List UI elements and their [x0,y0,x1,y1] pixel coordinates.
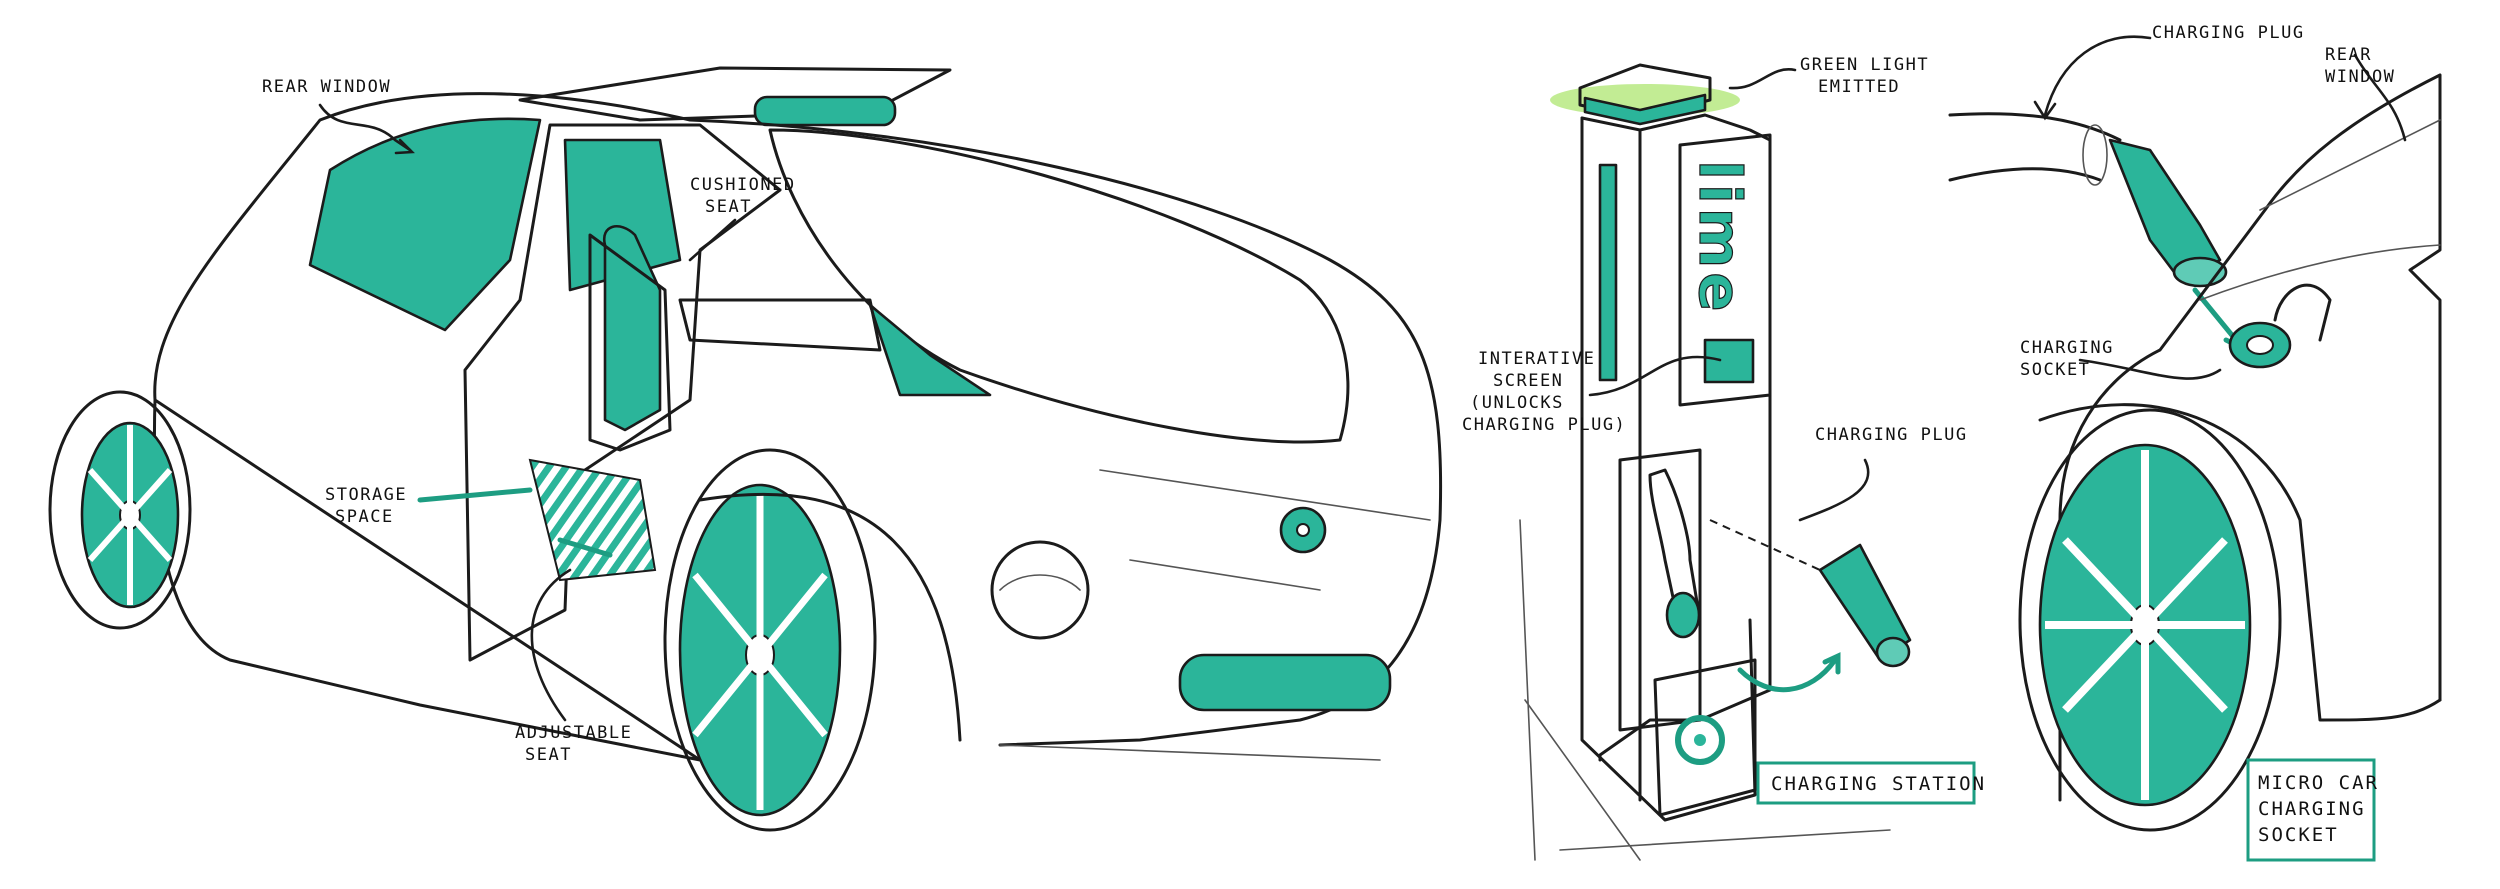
label-rear-window-left: REAR WINDOW [262,77,391,97]
windshield [768,128,1350,444]
label-storage-space-2: SPACE [335,507,394,527]
label-charging-socket-2: SOCKET [2020,360,2090,380]
label-micro-car-2: CHARGING [2258,798,2366,820]
side-window-front [868,303,992,397]
storage-space-stripes [528,458,657,582]
label-green-light-2: EMITTED [1818,77,1900,97]
rear-window-pointer [318,103,412,152]
station-column [1580,113,1772,762]
station-vent [1675,715,1725,765]
station-plug-pointer [1798,458,1870,522]
pulled-charging-plug [1818,543,1912,662]
station-side-strip [1598,163,1618,382]
label-interactive-screen-2: SCREEN [1493,371,1563,391]
label-charging-plug-right: CHARGING PLUG [2152,23,2305,43]
charging-station-sketch: lime [1519,63,1912,861]
label-adjustable-seat-1: ADJUSTABLE [515,723,632,743]
door-window [563,138,682,292]
label-interactive-screen-4: CHARGING PLUG) [1462,415,1626,435]
label-charging-plug-station: CHARGING PLUG [1815,425,1968,445]
green-light-pointer [1728,68,1797,90]
micro-car-sketch [48,66,1443,832]
adjustable-seat-pointer [530,568,572,722]
cushioned-seat-pointer [688,218,737,262]
label-adjustable-seat-2: SEAT [525,745,572,765]
label-charging-station: CHARGING STATION [1771,773,1986,795]
front-grille [1178,653,1392,712]
roof-light [753,95,897,127]
label-micro-car-3: SOCKET [2258,824,2339,846]
brand-lime: lime [1686,160,1754,316]
micro-car-socket-box [2246,758,2376,862]
rear-window-right-pointer [2353,53,2407,142]
closeup-wheel [2018,408,2282,832]
label-cushioned-seat-2: SEAT [705,197,752,217]
label-cushioned-seat-1: CUSHIONED [690,175,796,195]
socket-pointer [2078,358,2222,380]
label-rear-window-right-2: WINDOW [2325,67,2395,87]
station-light-band [1583,93,1707,126]
rear-window-glass [308,117,542,332]
interactive-screen-pointer [1588,355,1722,397]
front-wheel [663,448,877,832]
label-micro-car-1: MICRO CAR [2258,772,2379,794]
right-plug-pointer [2043,35,2152,117]
rear-wheel [48,390,192,630]
plug-motion-arrow [1737,657,1838,693]
socket-closeup-sketch [1948,73,2442,832]
headlight [990,540,1090,640]
label-storage-space-1: STORAGE [325,485,407,505]
label-green-light-1: GREEN LIGHT [1800,55,1929,75]
charging-cable [1948,112,2122,182]
label-rear-window-right-1: REAR [2325,45,2372,65]
label-interactive-screen-3: (UNLOCKS [1470,393,1564,413]
label-charging-socket-1: CHARGING [2020,338,2114,358]
label-interactive-screen-1: INTERATIVE [1478,349,1595,369]
charging-station-box [1756,761,1976,805]
interactive-screen [1703,338,1755,384]
